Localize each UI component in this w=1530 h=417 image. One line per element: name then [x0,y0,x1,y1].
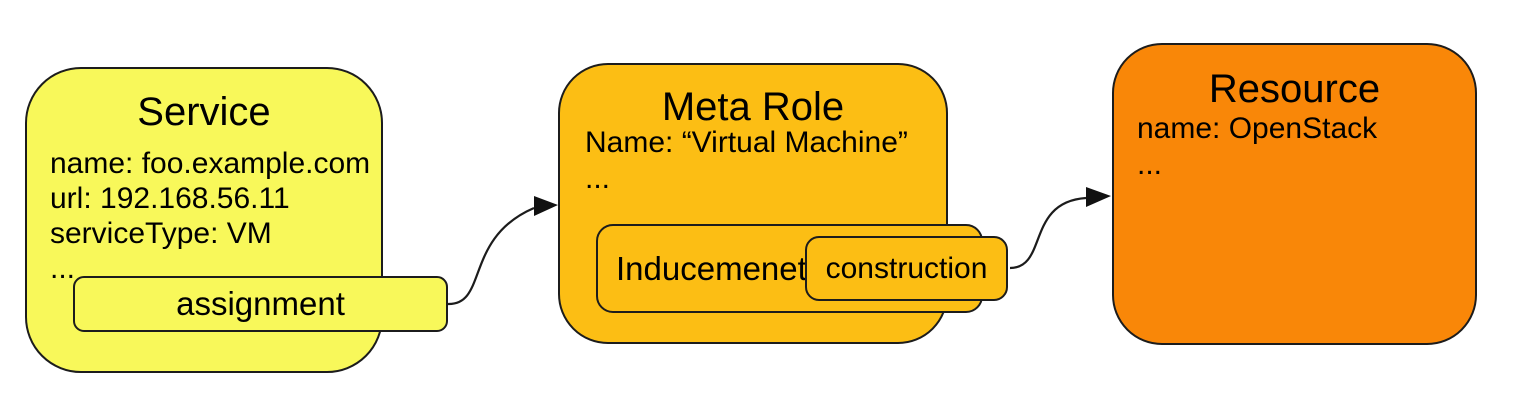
meta-role-title: Meta Role [661,85,845,129]
assignment-box: assignment [73,276,448,332]
meta-role-attr-ellipsis: ... [585,162,611,195]
inducement-label: Inducemenet [616,249,807,287]
resource-attr-name: name: OpenStack [1137,112,1378,145]
resource-node: Resource name: OpenStack ... [1112,43,1477,345]
service-attributes: name: foo.example.com url: 192.168.56.11… [50,146,370,286]
assignment-label: assignment [176,285,345,322]
arrow-assignment-to-meta-role [447,196,558,306]
service-attr-ellipsis: ... [50,252,76,285]
service-attr-type: serviceType: VM [50,217,272,250]
arrowhead-icon [1086,187,1111,207]
construction-box: construction [805,236,1008,301]
resource-attr-ellipsis: ... [1137,148,1163,181]
service-title: Service [137,90,271,134]
service-attr-url: url: 192.168.56.11 [50,182,290,215]
meta-role-attributes: Name: “Virtual Machine” ... [585,125,908,197]
construction-label: construction [825,251,988,285]
resource-attributes: name: OpenStack ... [1137,111,1377,183]
arrowhead-icon [534,196,558,216]
arrow-construction-to-resource [1009,187,1111,270]
service-attr-name: name: foo.example.com [50,147,371,180]
meta-role-attr-name: Name: “Virtual Machine” [585,126,908,159]
resource-title: Resource [1208,67,1381,111]
